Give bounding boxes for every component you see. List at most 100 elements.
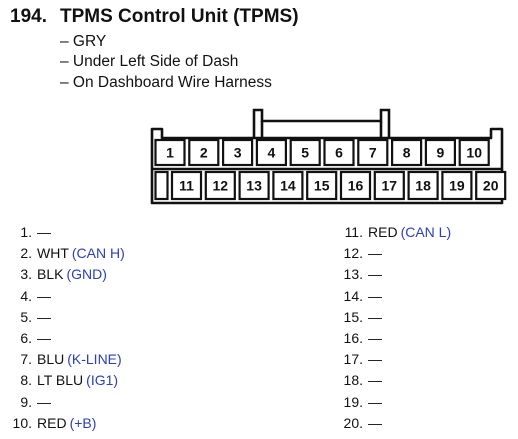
page-title: TPMS Control Unit (TPMS): [60, 6, 299, 27]
pin-number: 20.: [343, 414, 363, 431]
wire-color: WHT: [37, 245, 69, 262]
pin-row: 20. —: [333, 415, 382, 431]
wire-color: —: [368, 287, 382, 304]
connector-pin-12-label: 12: [213, 178, 229, 194]
connector-pin-16-cavity: [339, 170, 372, 201]
wire-color: BLK: [37, 266, 64, 283]
connector-pin-8-label: 8: [403, 145, 411, 161]
pin-row: 10. RED(+B): [10, 414, 97, 431]
pin-number: 13.: [343, 266, 363, 283]
connector-top-row: 1 2 3 4 5 6 7 8 9 10: [154, 138, 490, 167]
pin-function: (GND): [66, 266, 107, 283]
connector-pin-10-cavity: [458, 138, 490, 167]
connector-pin-10-label: 10: [466, 145, 482, 161]
wire-color: RED: [37, 414, 67, 431]
connector-pin-11-cavity: [170, 170, 203, 201]
pin-row: 12.—: [333, 245, 382, 261]
connector-pin-18-cavity: [407, 170, 439, 201]
connector-pin-17-label: 17: [382, 178, 398, 194]
pin-number: 2.: [20, 245, 32, 262]
connector-pin-19-label: 19: [449, 178, 465, 194]
connector-pin-5-cavity: [289, 138, 321, 167]
connector-pin-8-cavity: [391, 138, 423, 167]
wire-color: —: [368, 372, 382, 389]
connector-pin-6-cavity: [323, 138, 355, 167]
pin-row: 16.—: [333, 330, 382, 346]
connector-key-cavity: [154, 170, 169, 201]
wire-color: —: [368, 308, 382, 325]
connector-pin-11-label: 11: [179, 178, 194, 194]
wire-color: —: [37, 393, 51, 410]
connector-color: – GRY: [60, 33, 107, 50]
pin-row: 2. WHT(CAN H): [10, 245, 125, 262]
connector-pin-15-cavity: [306, 170, 338, 201]
connector-pin-5-label: 5: [301, 145, 309, 161]
pin-number: 12.: [343, 245, 363, 262]
pin-number: 3.: [20, 266, 32, 283]
connector-pin-16-label: 16: [348, 178, 364, 194]
connector-pin-19-cavity: [441, 170, 473, 201]
connector-pin-14-label: 14: [280, 178, 296, 194]
connector-pin-17-cavity: [373, 170, 405, 201]
pin-number: 7.: [20, 351, 32, 368]
wire-color: —: [368, 266, 382, 283]
connector-location: – Under Left Side of Dash: [60, 53, 239, 70]
pin-row: 11.RED(CAN L): [333, 224, 452, 240]
wire-color: BLU: [37, 351, 65, 368]
connector-pin-2-label: 2: [200, 145, 208, 161]
connector-pin-3-cavity: [222, 138, 254, 167]
pin-row: 5.—: [10, 309, 51, 325]
connector-pin-4-cavity: [255, 138, 287, 167]
pin-row: 6. —: [10, 330, 51, 346]
connector-pin-9-cavity: [424, 138, 456, 167]
connector-pin-7-label: 7: [369, 145, 377, 161]
pin-number: 6.: [20, 330, 32, 346]
connector-pin-1-label: 1: [166, 145, 174, 161]
connector-pin-4-label: 4: [268, 145, 276, 161]
pin-number: 8.: [20, 372, 32, 389]
section-number: 194.: [10, 6, 47, 27]
wire-color: LT BLU: [37, 372, 84, 389]
pin-number: 15.: [343, 308, 363, 325]
connector-harness: – On Dashboard Wire Harness: [60, 74, 272, 91]
connector-pin-9-label: 9: [437, 145, 445, 161]
pin-row: 3. BLK(GND): [10, 266, 107, 282]
connector-outline: [150, 108, 504, 205]
pin-function: (K-LINE): [67, 351, 122, 368]
connector-pin-18-label: 18: [415, 178, 431, 194]
pin-row: 19. —: [333, 394, 382, 410]
connector-pin-6-label: 6: [335, 145, 343, 161]
pin-function: (CAN L): [400, 224, 452, 240]
pin-number: 1.: [20, 224, 32, 240]
pin-row: 7. BLU(K-LINE): [10, 351, 122, 368]
wire-color: —: [368, 351, 382, 368]
wire-color: —: [37, 224, 51, 240]
pin-function: (CAN H): [71, 245, 125, 262]
connector-pin-2-cavity: [188, 138, 220, 167]
connector-pin-1-cavity: [154, 138, 186, 167]
wire-color: —: [368, 393, 382, 410]
pin-number: 17.: [343, 351, 363, 368]
connector-pin-3-label: 3: [234, 145, 242, 161]
pin-row: 13. —: [333, 266, 382, 282]
pin-function: (+B): [69, 414, 97, 431]
connector-pin-15-label: 15: [314, 178, 330, 194]
pin-row: 15. —: [333, 309, 382, 325]
connector-pin-14-cavity: [272, 170, 304, 201]
pin-row: 9.—: [10, 394, 51, 410]
pin-number: 10.: [12, 414, 32, 431]
pin-number: 11.: [344, 224, 363, 240]
wire-color: —: [37, 330, 51, 346]
pin-row: 14. —: [333, 288, 382, 304]
pin-number: 14.: [343, 287, 363, 304]
pin-function: (IG1): [86, 372, 119, 389]
connector-pin-7-cavity: [357, 138, 389, 167]
pin-number: 19.: [343, 393, 363, 410]
wire-color: —: [368, 414, 382, 431]
pin-row: 4.—: [10, 288, 51, 304]
pin-number: 16.: [343, 330, 363, 346]
wire-color: —: [37, 308, 51, 325]
connector-pin-13-cavity: [238, 170, 270, 201]
